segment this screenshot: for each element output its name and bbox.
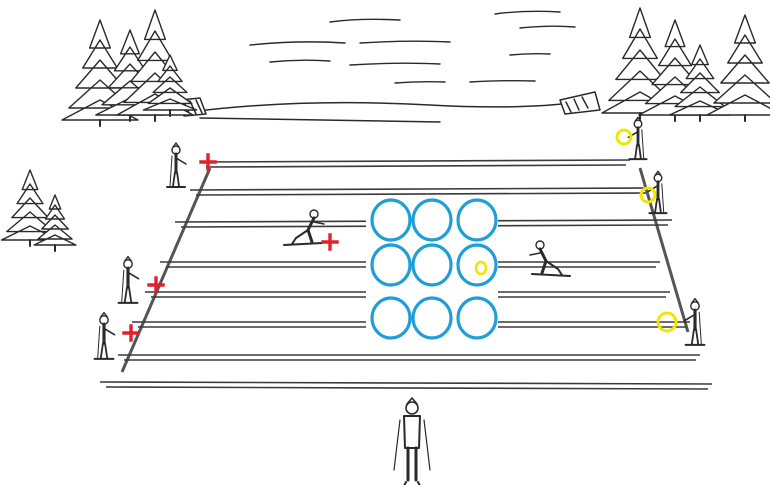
pine-tree-icon (95, 29, 165, 122)
blue-target-circle-icon (370, 198, 412, 242)
target-grid (366, 196, 498, 340)
clouds (249, 10, 576, 84)
ski-track (199, 159, 631, 168)
red-cross-icon (147, 276, 165, 294)
blue-target-circle-icon (456, 198, 498, 242)
tree-group (0, 7, 770, 252)
yellow-ring-icon (639, 186, 657, 204)
horizon-hill (179, 91, 601, 123)
ski-track (189, 187, 651, 196)
pine-tree-icon (0, 169, 60, 247)
red-cross-icon (321, 233, 339, 251)
pine-tree-icon (668, 44, 732, 122)
red-cross-icon (122, 324, 140, 342)
blue-target-circle-icon (411, 296, 453, 340)
blue-target-circle-icon (411, 243, 453, 287)
skier-figure-icon (627, 116, 648, 161)
skier-figure-icon (93, 311, 116, 360)
red-cross-icon (199, 153, 217, 171)
blue-target-circle-icon (456, 243, 498, 287)
pine-tree-icon (706, 14, 770, 122)
field-left-edge (120, 167, 212, 373)
yellow-ring-icon (656, 311, 678, 333)
skier-figure-icon (393, 397, 431, 485)
field-right-edge (638, 167, 690, 333)
blue-target-circle-icon (370, 243, 412, 287)
pine-tree-icon (142, 54, 198, 117)
skier-group (93, 116, 706, 485)
yellow-ring-icon (474, 260, 488, 276)
skier-figure-icon (683, 297, 706, 346)
blue-target-circle-icon (411, 198, 453, 242)
skier-figure-icon (117, 255, 140, 304)
blue-target-circle-icon (370, 296, 412, 340)
yellow-ring-icon (615, 128, 633, 146)
blue-target-circle-icon (456, 296, 498, 340)
target-circles (370, 198, 498, 340)
skier-figure-icon (283, 209, 325, 246)
pine-tree-icon (638, 19, 712, 122)
pine-tree-icon (61, 19, 139, 127)
pine-tree-icon (33, 194, 77, 252)
ski-track (99, 381, 713, 390)
skier-figure-icon (529, 240, 571, 277)
skier-figure-icon (166, 142, 187, 188)
marker-group (122, 128, 678, 342)
pine-tree-icon (116, 9, 194, 122)
ski-track (118, 354, 700, 361)
